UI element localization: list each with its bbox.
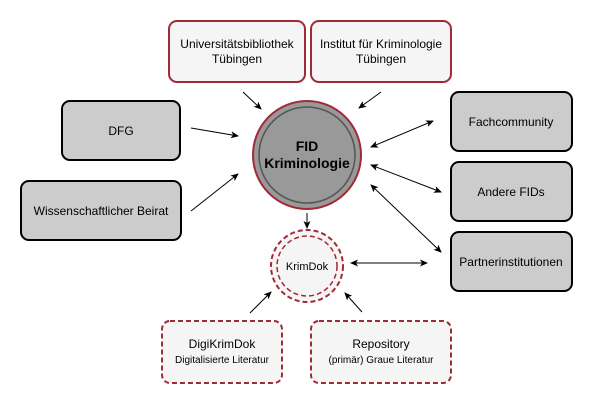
node-fachcommunity-label: Fachcommunity [469,115,554,129]
node-digikrimdok[interactable]: DigiKrimDok Digitalisierte Literatur [161,320,283,384]
node-wissenschaftlicher-beirat-label: Wissenschaftlicher Beirat [34,204,169,218]
node-fachcommunity[interactable]: Fachcommunity [450,91,573,152]
node-institut-kriminologie-line1: Institut für Kriminologie [320,37,442,51]
edge-ub-to-fid [242,91,262,110]
node-dfg-label: DFG [108,124,133,138]
node-universitaetsbibliothek-line2: Tübingen [212,52,262,66]
node-krimdok[interactable]: KrimDok [270,229,344,303]
edge-dfg-to-fid [190,127,239,139]
edge-digikrimdok-to-krimdok [249,291,272,314]
edge-fid-partnerinstitutionen [370,184,442,253]
node-institut-kriminologie-line2: Tübingen [356,52,406,66]
node-universitaetsbibliothek-line1: Universitätsbibliothek [180,37,294,51]
node-universitaetsbibliothek[interactable]: Universitätsbibliothek Tübingen [168,20,306,83]
edge-fid-andere-fids [370,164,442,193]
edge-beirat-to-fid [190,173,239,212]
node-andere-fids[interactable]: Andere FIDs [450,161,573,222]
node-digikrimdok-subtitle: Digitalisierte Literatur [175,355,270,366]
node-digikrimdok-title: DigiKrimDok [189,337,257,351]
edge-ifk-to-fid [358,91,382,109]
node-repository-subtitle: (primär) Graue Literatur [328,355,434,366]
node-repository[interactable]: Repository (primär) Graue Literatur [310,320,452,384]
node-andere-fids-label: Andere FIDs [477,185,544,199]
node-wissenschaftlicher-beirat[interactable]: Wissenschaftlicher Beirat [20,180,182,241]
node-fid-kriminologie[interactable]: FID Kriminologie [252,100,362,210]
node-partnerinstitutionen-label: Partnerinstitutionen [459,255,562,269]
edge-repository-to-krimdok [344,292,363,313]
node-fid-kriminologie-line1: FID [296,138,319,154]
node-fid-kriminologie-line2: Kriminologie [264,155,350,171]
node-krimdok-label: KrimDok [286,261,329,273]
edge-fid-fachcommunity [370,120,434,148]
node-repository-title: Repository [352,337,409,351]
node-dfg[interactable]: DFG [61,100,181,161]
node-institut-kriminologie[interactable]: Institut für Kriminologie Tübingen [310,20,452,83]
node-partnerinstitutionen[interactable]: Partnerinstitutionen [450,231,573,292]
